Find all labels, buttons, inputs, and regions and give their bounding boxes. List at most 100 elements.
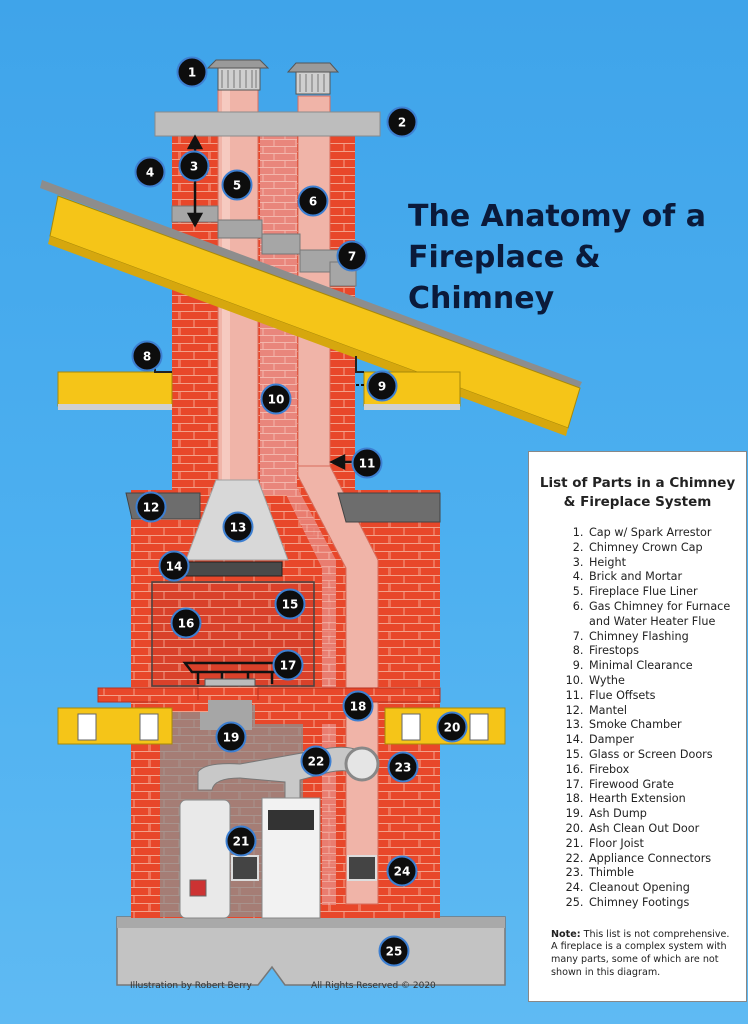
callout-marker-circle <box>135 491 167 523</box>
callout-marker-circle <box>342 690 374 722</box>
callout-marker-number: 21 <box>233 835 250 849</box>
callout-marker-circle <box>158 550 190 582</box>
callout-marker-circle <box>297 185 329 217</box>
legend-item: Glass or Screen Doors <box>587 748 746 763</box>
legend-note: Note: This list is not comprehensive. A … <box>551 929 732 979</box>
legend-item: Thimble <box>587 866 746 881</box>
callout-marker-number: 17 <box>280 659 297 673</box>
note-label: Note: <box>551 928 581 940</box>
callout-marker-number: 7 <box>348 250 356 264</box>
legend-item: Brick and Mortar <box>587 570 746 585</box>
callout-marker-number: 14 <box>166 560 183 574</box>
legend-item: Mantel <box>587 704 746 719</box>
callout-marker-number: 11 <box>359 457 376 471</box>
callout-marker-number: 1 <box>188 66 196 80</box>
callout-marker-circle <box>134 156 166 188</box>
callout-marker-number: 9 <box>378 380 386 394</box>
callout-marker-circle <box>221 169 253 201</box>
callout-marker-circle <box>225 825 257 857</box>
callout-marker-circle <box>336 240 368 272</box>
legend-title: List of Parts in a Chimney & Fireplace S… <box>539 475 736 510</box>
gas-flue-cap <box>286 62 340 95</box>
callout-marker-circle <box>178 150 210 182</box>
water-heater <box>179 799 231 919</box>
legend-item: Cleanout Opening <box>587 881 746 896</box>
legend-item: Fireplace Flue Liner <box>587 585 746 600</box>
legend-item: Chimney Crown Cap <box>587 541 746 556</box>
callout-marker-number: 12 <box>143 501 160 515</box>
callout-marker-circle <box>436 711 468 743</box>
flue-offset <box>297 465 379 905</box>
legend-item: Appliance Connectors <box>587 852 746 867</box>
title-line-1: The Anatomy of a <box>408 199 706 234</box>
callout-marker-number: 16 <box>178 617 195 631</box>
legend-item: Ash Dump <box>587 807 746 822</box>
diagram-title: The Anatomy of a Fireplace & Chimney <box>408 196 738 319</box>
callout-marker-number: 5 <box>233 179 241 193</box>
callout-marker-circle <box>260 383 292 415</box>
callout-marker-number: 6 <box>309 195 317 209</box>
callout-marker-circle <box>300 745 332 777</box>
callout-marker-number: 25 <box>386 945 403 959</box>
callout-marker-circle <box>274 588 306 620</box>
callout-marker-number: 19 <box>223 731 240 745</box>
parts-legend: List of Parts in a Chimney & Fireplace S… <box>528 451 747 1002</box>
spark-arrestor-cap <box>206 59 270 91</box>
furnace <box>261 797 321 919</box>
callout-marker-circle <box>215 721 247 753</box>
chimney-footing <box>116 916 506 986</box>
legend-item: Ash Clean Out Door <box>587 822 746 837</box>
credit-rights: All Rights Reserved © 2020 <box>311 981 436 991</box>
legend-item: Firewood Grate <box>587 778 746 793</box>
legend-item: Chimney Footings <box>587 896 746 911</box>
legend-item: Gas Chimney for Furnace and Water Heater… <box>587 600 746 630</box>
note-text: This list is not comprehensive. A firepl… <box>551 928 730 978</box>
callout-marker-number: 13 <box>230 521 247 535</box>
callout-marker-number: 10 <box>268 393 285 407</box>
callout-marker-number: 4 <box>146 166 154 180</box>
legend-item: Height <box>587 556 746 571</box>
callout-marker-circle <box>378 935 410 967</box>
legend-item: Cap w/ Spark Arrestor <box>587 526 746 541</box>
callout-marker-number: 2 <box>398 116 406 130</box>
legend-list: Cap w/ Spark ArrestorChimney Crown CapHe… <box>529 526 746 911</box>
credit-illustrator: Illustration by Robert Berry <box>130 981 252 991</box>
callout-marker-number: 18 <box>350 700 367 714</box>
legend-item: Floor Joist <box>587 837 746 852</box>
callout-marker-circle <box>366 370 398 402</box>
callout-marker-number: 15 <box>282 598 299 612</box>
ash-cleanout-door <box>231 855 259 881</box>
legend-item: Firebox <box>587 763 746 778</box>
legend-item: Damper <box>587 733 746 748</box>
callout-marker-circle <box>386 106 418 138</box>
damper <box>185 561 283 577</box>
callout-marker-circle <box>170 607 202 639</box>
callout-marker-circle <box>272 649 304 681</box>
callout-marker-number: 20 <box>444 721 461 735</box>
callout-marker-number: 23 <box>395 761 412 775</box>
callout-marker-circle <box>386 855 418 887</box>
thimble <box>344 746 380 782</box>
callout-marker-circle <box>222 511 254 543</box>
callout-marker-circle <box>176 56 208 88</box>
legend-item: Hearth Extension <box>587 792 746 807</box>
legend-item: Wythe <box>587 674 746 689</box>
legend-item: Smoke Chamber <box>587 718 746 733</box>
callout-marker-number: 22 <box>308 755 325 769</box>
title-line-2: Fireplace & Chimney <box>408 240 601 316</box>
cleanout-opening <box>347 855 377 881</box>
callout-marker-circle <box>387 751 419 783</box>
legend-item: Firestops <box>587 644 746 659</box>
callout-marker-circle <box>351 447 383 479</box>
callout-marker-number: 3 <box>190 160 198 174</box>
callout-marker-number: 24 <box>394 865 411 879</box>
callout-marker-circle <box>131 340 163 372</box>
legend-item: Flue Offsets <box>587 689 746 704</box>
chimney-crown-cap <box>154 111 381 137</box>
legend-item: Minimal Clearance <box>587 659 746 674</box>
legend-item: Chimney Flashing <box>587 630 746 645</box>
callout-marker-number: 8 <box>143 350 151 364</box>
ash-dump-door <box>204 678 256 687</box>
